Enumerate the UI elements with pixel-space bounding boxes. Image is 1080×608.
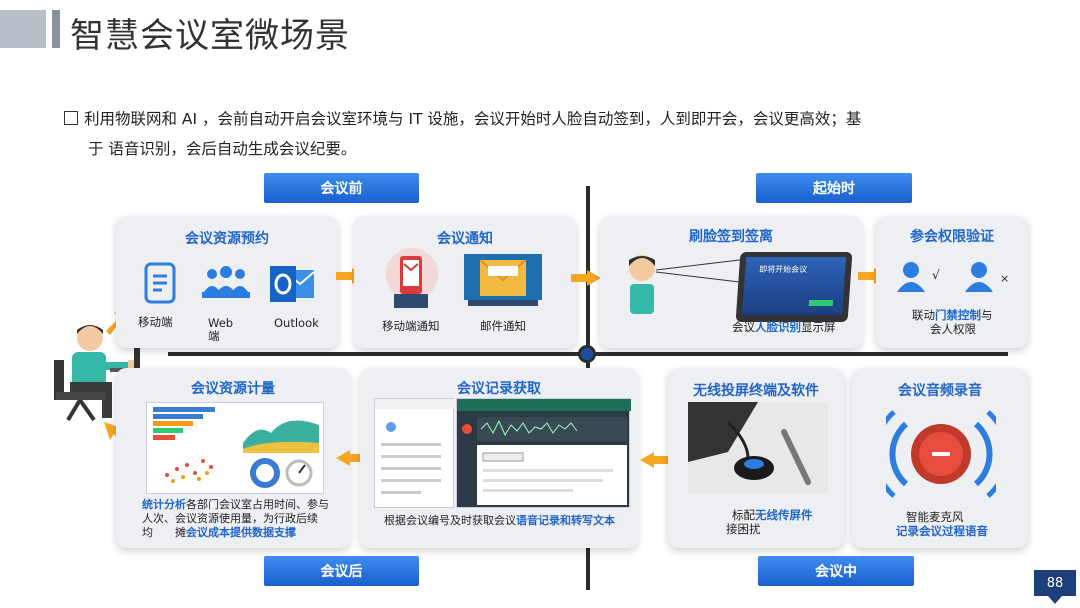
transcript-screenshot [456,398,631,508]
card-audio-recording: 会议音频录音 智能麦克风 记录会议过程语音 [852,368,1028,548]
card-title: 刷脸签到签离 [689,229,773,245]
outlook-icon [270,266,315,302]
card-permission-verify: 参会权限验证 √ × 联动门禁控制与 会人权限 [876,216,1028,348]
card-title: 会议音频录音 [898,383,982,399]
checkbox-icon [64,111,78,125]
intro-line-1: 利用物联网和 AI ，会前自动开启会议室环境与 IT 设施，会议开始时人脸自动签… [64,104,1014,134]
web-users-icon [202,266,250,298]
label-auth-1: 联动门禁控制与 [912,308,993,322]
label-mobile: 移动端 [138,315,173,329]
person-face-icon [629,255,655,314]
arrow-left-icon [336,450,366,466]
label-web-2: 端 [208,329,220,343]
arrow-left-icon [640,452,670,468]
stats-line-2: 人次、会议资源使用量，为行政后续 [142,512,318,525]
phone-notification-icon [386,248,438,308]
user-verified-icon [897,262,925,292]
label-record: 根据会议编号及时获取会议语音记录和转写文本 [384,514,615,527]
card-title: 会议通知 [437,231,493,247]
intro-text: 利用物联网和 AI ，会前自动开启会议室环境与 IT 设施，会议开始时人脸自动签… [64,104,1014,164]
stats-line-1: 统计分析各部门会议室占用时间、参与 [142,498,329,511]
label-auth-2: 会人权限 [930,322,976,336]
label-mobile-notify: 移动端通知 [382,319,440,333]
phase-during: 会议中 [758,556,914,586]
cross-icon: × [1000,272,1010,285]
dashboard-chart-graphic [153,407,319,488]
page-number: 88 [1034,570,1076,604]
casting-device-image [688,402,828,494]
label-email-notify: 邮件通知 [480,319,526,333]
card-wireless-casting: 无线投屏终端及软件 标配无线传屏件 接困扰 [668,368,844,548]
record-list-screenshot [374,398,455,508]
phase-before: 会议前 [264,173,419,203]
label-web: Web [208,316,234,330]
page-title: 智慧会议室微场景 [70,16,350,56]
card-title: 参会权限验证 [910,229,994,245]
card-title: 无线投屏终端及软件 [693,383,819,399]
phase-after: 会议后 [264,556,419,586]
arrow-right-icon [571,270,601,286]
axis-hub [578,345,596,363]
user-denied-icon [965,262,993,292]
casting-device-graphic [688,402,811,485]
microphone-signal-icon [886,410,996,498]
label-face: 会议人脸识别显示屏 [732,320,836,334]
card-face-checkin: 刷脸签到签离 即将开始会议 会议人脸识别显示屏 [600,216,862,348]
screen-text: 即将开始会议 [758,265,808,274]
stats-line-3: 均摊会议成本提供数据支撑 [142,526,296,539]
email-notification-icon [464,254,542,306]
phase-start: 起始时 [756,173,912,203]
title-accent-block [0,10,46,48]
person-at-computer-icon [54,325,144,422]
label-cast-2: 接困扰 [726,522,761,536]
record-list-graphic [375,399,455,494]
card-title: 会议资源计量 [191,381,275,397]
card-resource-booking: 会议资源预约 移动端 Web 端 Outlook [116,216,338,348]
title-accent-bar [52,10,60,48]
face-recognition-screen: 即将开始会议 [735,252,853,322]
label-outlook: Outlook [274,316,319,330]
card-resource-metering: 会议资源计量 统计分析各部门会议室占用时间、参与 人次、会议资源使用量，为行政后… [116,368,350,548]
dashboard-screenshot [146,402,324,494]
card-meeting-notification: 会议通知 移动端通知 邮件通知 [354,216,576,348]
mobile-app-icon [144,262,176,304]
intro-line-2: 于 语音识别，会后自动生成会议纪要。 [88,140,357,158]
label-cast-1: 标配无线传屏件 [732,508,813,522]
label-audio-2: 记录会议过程语音 [896,524,988,538]
card-title: 会议记录获取 [457,381,541,397]
label-audio-1: 智能麦克风 [906,510,964,524]
card-title: 会议资源预约 [185,231,269,247]
transcript-graphic [457,399,631,505]
check-icon: √ [932,268,940,282]
card-meeting-record: 会议记录获取 根据会议编号及时获取会议语音记录和转写文本 [360,368,638,548]
